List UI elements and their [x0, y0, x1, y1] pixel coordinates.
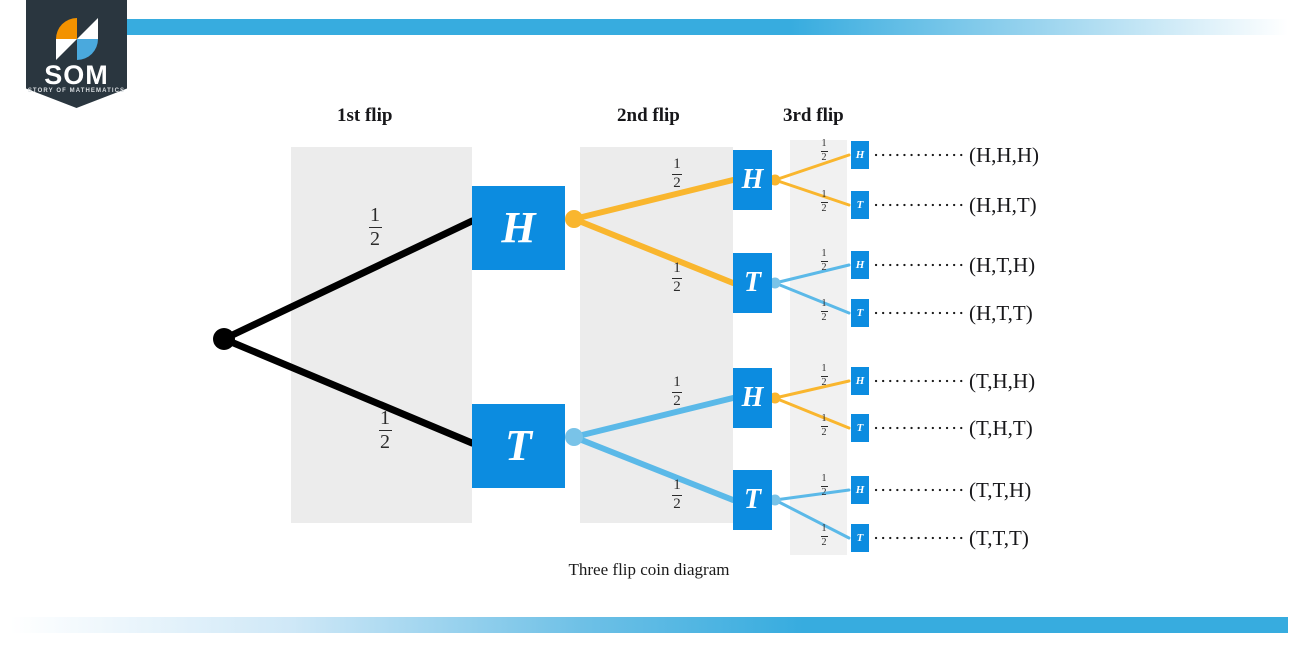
root-node-dot — [213, 328, 235, 350]
node-hth-level3[interactable]: H — [851, 251, 869, 279]
junction-dot-tt — [769, 494, 781, 506]
probability-label-tt-level2: 1 2 — [672, 477, 682, 512]
band-first-flip — [291, 147, 472, 523]
outcome-label: (T,T,H) — [969, 478, 1032, 502]
outcome-label: (T,T,T) — [969, 526, 1029, 550]
branches-heads-l2 — [773, 153, 851, 430]
probability-label-tht-level3: 1 2 — [820, 413, 828, 438]
node-ht-level2[interactable]: T — [733, 253, 772, 313]
outcome-label: (H,H,H) — [969, 143, 1039, 167]
outcome-label: (T,H,T) — [969, 416, 1033, 440]
node-hht-level3[interactable]: T — [851, 191, 869, 219]
node-h-level1[interactable]: H — [472, 186, 565, 270]
probability-label-hh-level2: 1 2 — [672, 156, 682, 191]
outcome-label: (T,H,H) — [969, 369, 1036, 393]
node-thh-level3[interactable]: H — [851, 367, 869, 395]
column-heading-second-flip: 2nd flip — [617, 105, 680, 126]
node-hhh-level3[interactable]: H — [851, 141, 869, 169]
probability-label-hhh-level3: 1 2 — [820, 138, 828, 163]
probability-label-ttt-level3: 1 2 — [820, 523, 828, 548]
node-tht-level3[interactable]: T — [851, 414, 869, 442]
outcome-label: (H,T,H) — [969, 253, 1036, 277]
probability-label-t-level1: 1 2 — [378, 407, 392, 453]
logo-wordmark: SOM — [44, 60, 109, 90]
probability-label-ht-level2: 1 2 — [672, 260, 682, 295]
probability-label-hht-level3: 1 2 — [820, 189, 828, 214]
column-heading-first-flip: 1st flip — [337, 105, 393, 126]
junction-dot-tails-l1 — [565, 428, 583, 446]
outcome-label: (H,H,T) — [969, 193, 1037, 217]
band-third-flip — [790, 140, 847, 555]
node-ttt-level3[interactable]: T — [851, 524, 869, 552]
node-hh-level2[interactable]: H — [733, 150, 772, 210]
node-t-level1[interactable]: T — [472, 404, 565, 488]
probability-label-th-level2: 1 2 — [672, 374, 682, 409]
probability-label-thh-level3: 1 2 — [820, 363, 828, 388]
footer-accent-bar — [10, 617, 1288, 633]
branches-tails-l1 — [571, 395, 736, 503]
node-tt-level2[interactable]: T — [733, 470, 772, 530]
node-htt-level3[interactable]: T — [851, 299, 869, 327]
junction-dot-hh — [769, 174, 781, 186]
probability-label-tth-level3: 1 2 — [820, 473, 828, 498]
node-th-level2[interactable]: H — [733, 368, 772, 428]
diagram-caption: Three flip coin diagram — [568, 560, 730, 579]
outcome-leader-lines — [874, 153, 965, 540]
logo-tagline: STORY OF MATHEMATICS — [27, 88, 126, 94]
branches-tails-l2 — [773, 263, 851, 540]
logo-swirl-icon — [56, 18, 98, 60]
outcome-label: (H,T,T) — [969, 301, 1033, 325]
branches-heads-l1 — [571, 177, 736, 286]
som-logo: SOM STORY OF MATHEMATICS — [26, 0, 127, 108]
node-tth-level3[interactable]: H — [851, 476, 869, 504]
probability-label-h-level1: 1 2 — [368, 204, 382, 250]
root-branches — [220, 217, 476, 447]
header-accent-bar — [103, 19, 1288, 35]
junction-dot-th — [769, 392, 781, 404]
column-heading-third-flip: 3rd flip — [783, 105, 844, 126]
logo-quadrant-orange — [56, 18, 77, 39]
probability-label-htt-level3: 1 2 — [820, 298, 828, 323]
junction-dot-ht — [769, 277, 781, 289]
probability-label-hth-level3: 1 2 — [820, 248, 828, 273]
junction-dot-heads-l1 — [565, 210, 583, 228]
